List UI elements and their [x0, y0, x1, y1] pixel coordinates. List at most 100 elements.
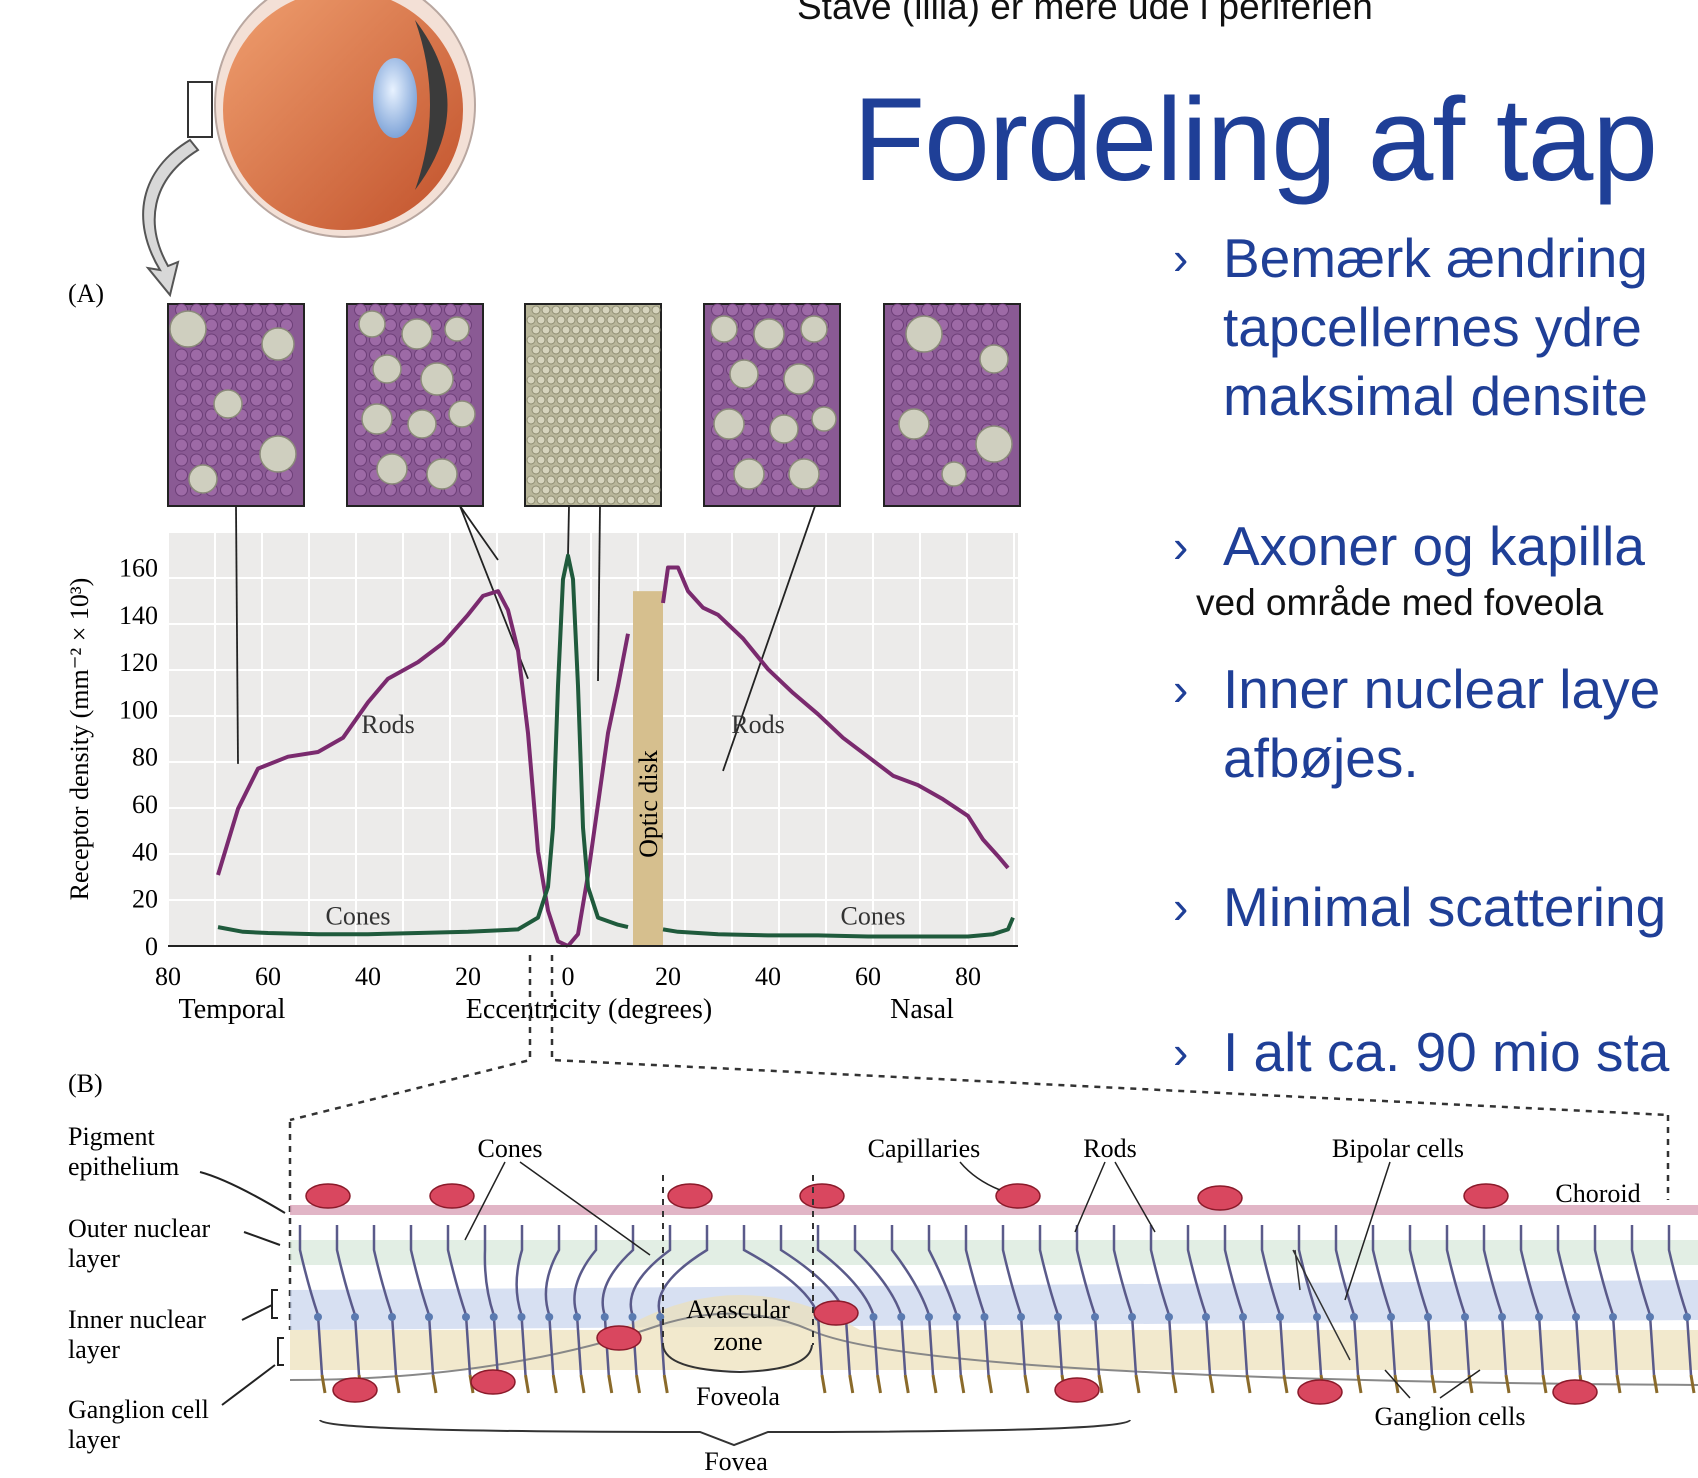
label-ganglion: Ganglion cell — [68, 1395, 209, 1424]
capillary-9 — [470, 1369, 516, 1395]
x-axis-label: Eccentricity (degrees) — [466, 994, 712, 1025]
x-tick-labels: 80 60 40 20 0 20 40 60 80 — [155, 962, 981, 991]
y-tick-0: 0 — [145, 932, 158, 961]
annotation-cones-1: Cones — [326, 902, 391, 931]
label-inner-nuclear: Inner nuclear — [68, 1305, 206, 1334]
chevron-right-icon: › — [1173, 663, 1189, 715]
plot-area — [168, 532, 1018, 946]
bullet-5-line-1: I alt ca. 90 mio sta — [1223, 1021, 1670, 1083]
capillary-1 — [429, 1183, 475, 1209]
label-outer-nuclear: Outer nuclear — [68, 1214, 211, 1243]
y-tick-3: 60 — [132, 790, 158, 819]
series-rods-segment-0 — [216, 589, 569, 948]
capillary-7 — [596, 1325, 642, 1351]
bullet-1: › Bemærk ændring tapcellernes ydre maksi… — [1173, 224, 1648, 431]
capillary-12 — [1297, 1379, 1343, 1405]
temporal-label: Temporal — [179, 994, 286, 1025]
y-tick-4: 80 — [132, 743, 158, 772]
chevron-right-icon: › — [1173, 520, 1189, 572]
label-fovea: Fovea — [704, 1447, 768, 1476]
label-foveola: Foveola — [696, 1382, 780, 1411]
label-zone: zone — [713, 1327, 762, 1356]
label-bipolar: Bipolar cells — [1332, 1134, 1464, 1163]
bullet-4: › Minimal scattering — [1173, 873, 1667, 942]
top-note: Stave (lilla) er mere ude i periferien — [797, 0, 1373, 27]
bullet-5: › I alt ca. 90 mio sta — [1173, 1018, 1670, 1087]
panel-b-label: (B) — [68, 1069, 103, 1098]
label-choroid: Choroid — [1555, 1179, 1640, 1208]
label-cones-b: Cones — [478, 1134, 543, 1163]
series-rods-segment-2 — [661, 565, 1010, 870]
annotation-cones-3: Cones — [841, 902, 906, 931]
x-tick-3: 20 — [455, 962, 481, 991]
label-capillaries: Capillaries — [868, 1134, 981, 1163]
label-epithelium: epithelium — [68, 1152, 179, 1181]
bullet-1-line-2: tapcellernes ydre — [1223, 296, 1642, 358]
x-tick-7: 60 — [855, 962, 881, 991]
capillary-3 — [799, 1183, 845, 1209]
y-tick-5: 100 — [119, 695, 158, 724]
nasal-label: Nasal — [890, 994, 954, 1025]
mosaic-panel-3 — [703, 303, 841, 507]
capillary-8 — [813, 1300, 859, 1326]
label-avascular: Avascular — [686, 1295, 790, 1324]
y-tick-7: 140 — [119, 601, 158, 630]
capillary-5 — [1197, 1185, 1243, 1211]
label-ganglion-layer: layer — [68, 1425, 120, 1454]
x-tick-6: 40 — [755, 962, 781, 991]
capillary-4 — [995, 1183, 1041, 1209]
bullet-1-line-3: maksimal densite — [1223, 365, 1648, 427]
bullet-2: › Axoner og kapilla — [1173, 512, 1645, 581]
y-tick-2: 40 — [132, 837, 158, 866]
mosaic-panel-0 — [167, 303, 305, 507]
chevron-right-icon: › — [1173, 881, 1189, 933]
label-ganglion-cells: Ganglion cells — [1375, 1402, 1526, 1431]
bullet-3: › Inner nuclear laye afbøjes. — [1173, 655, 1660, 793]
bullet-1-line-1: Bemærk ændring — [1223, 227, 1648, 289]
x-tick-2: 40 — [355, 962, 381, 991]
series-cones-segment-0 — [217, 553, 629, 937]
capillary-11 — [1054, 1377, 1100, 1403]
receptor-mosaics — [167, 303, 1021, 507]
x-tick-5: 20 — [655, 962, 681, 991]
mosaic-panel-2 — [524, 303, 662, 507]
mosaic-panel-1 — [346, 303, 484, 507]
label-inner-nuclear-layer: layer — [68, 1335, 120, 1364]
optic-disk-band — [633, 591, 663, 946]
capillary-13 — [1552, 1379, 1598, 1405]
y-tick-6: 120 — [119, 648, 158, 677]
series-rods-segment-1 — [566, 633, 630, 948]
capillary-0 — [305, 1183, 351, 1209]
label-pigment: Pigment — [68, 1122, 155, 1151]
capillary-2 — [667, 1183, 713, 1209]
capillary-6 — [1463, 1183, 1509, 1209]
annotation-rods-2: Rods — [731, 710, 784, 739]
chevron-right-icon: › — [1173, 232, 1189, 284]
chevron-right-icon: › — [1173, 1026, 1189, 1078]
label-rods-b: Rods — [1083, 1134, 1136, 1163]
slide-title: Fordeling af tap — [853, 74, 1658, 206]
series-cones-segment-1 — [662, 916, 1015, 939]
y-tick-8: 160 — [119, 553, 158, 582]
mosaic-panel-4 — [883, 303, 1021, 507]
optic-disk-label: Optic disk — [634, 750, 663, 858]
annotation-rods-0: Rods — [361, 710, 414, 739]
x-tick-4: 0 — [562, 962, 575, 991]
bullet-2-subnote: ved område med foveola — [1196, 582, 1604, 623]
label-outer-nuclear-layer: layer — [68, 1244, 120, 1273]
x-tick-8: 80 — [955, 962, 981, 991]
x-tick-0: 80 — [155, 962, 181, 991]
capillary-10 — [332, 1377, 378, 1403]
y-tick-labels: 0 20 40 60 80 100 120 140 160 — [119, 553, 158, 961]
panel-a-label: (A) — [68, 279, 104, 308]
eye-illustration — [142, 0, 476, 298]
x-tick-1: 60 — [255, 962, 281, 991]
chart-grid — [167, 531, 1018, 947]
y-tick-1: 20 — [132, 885, 158, 914]
chart-series — [216, 553, 1015, 948]
bullet-4-line-1: Minimal scattering — [1223, 876, 1667, 938]
y-axis-label: Receptor density (mm⁻² × 10³) — [65, 578, 94, 901]
bullet-3-line-2: afbøjes. — [1223, 727, 1419, 789]
